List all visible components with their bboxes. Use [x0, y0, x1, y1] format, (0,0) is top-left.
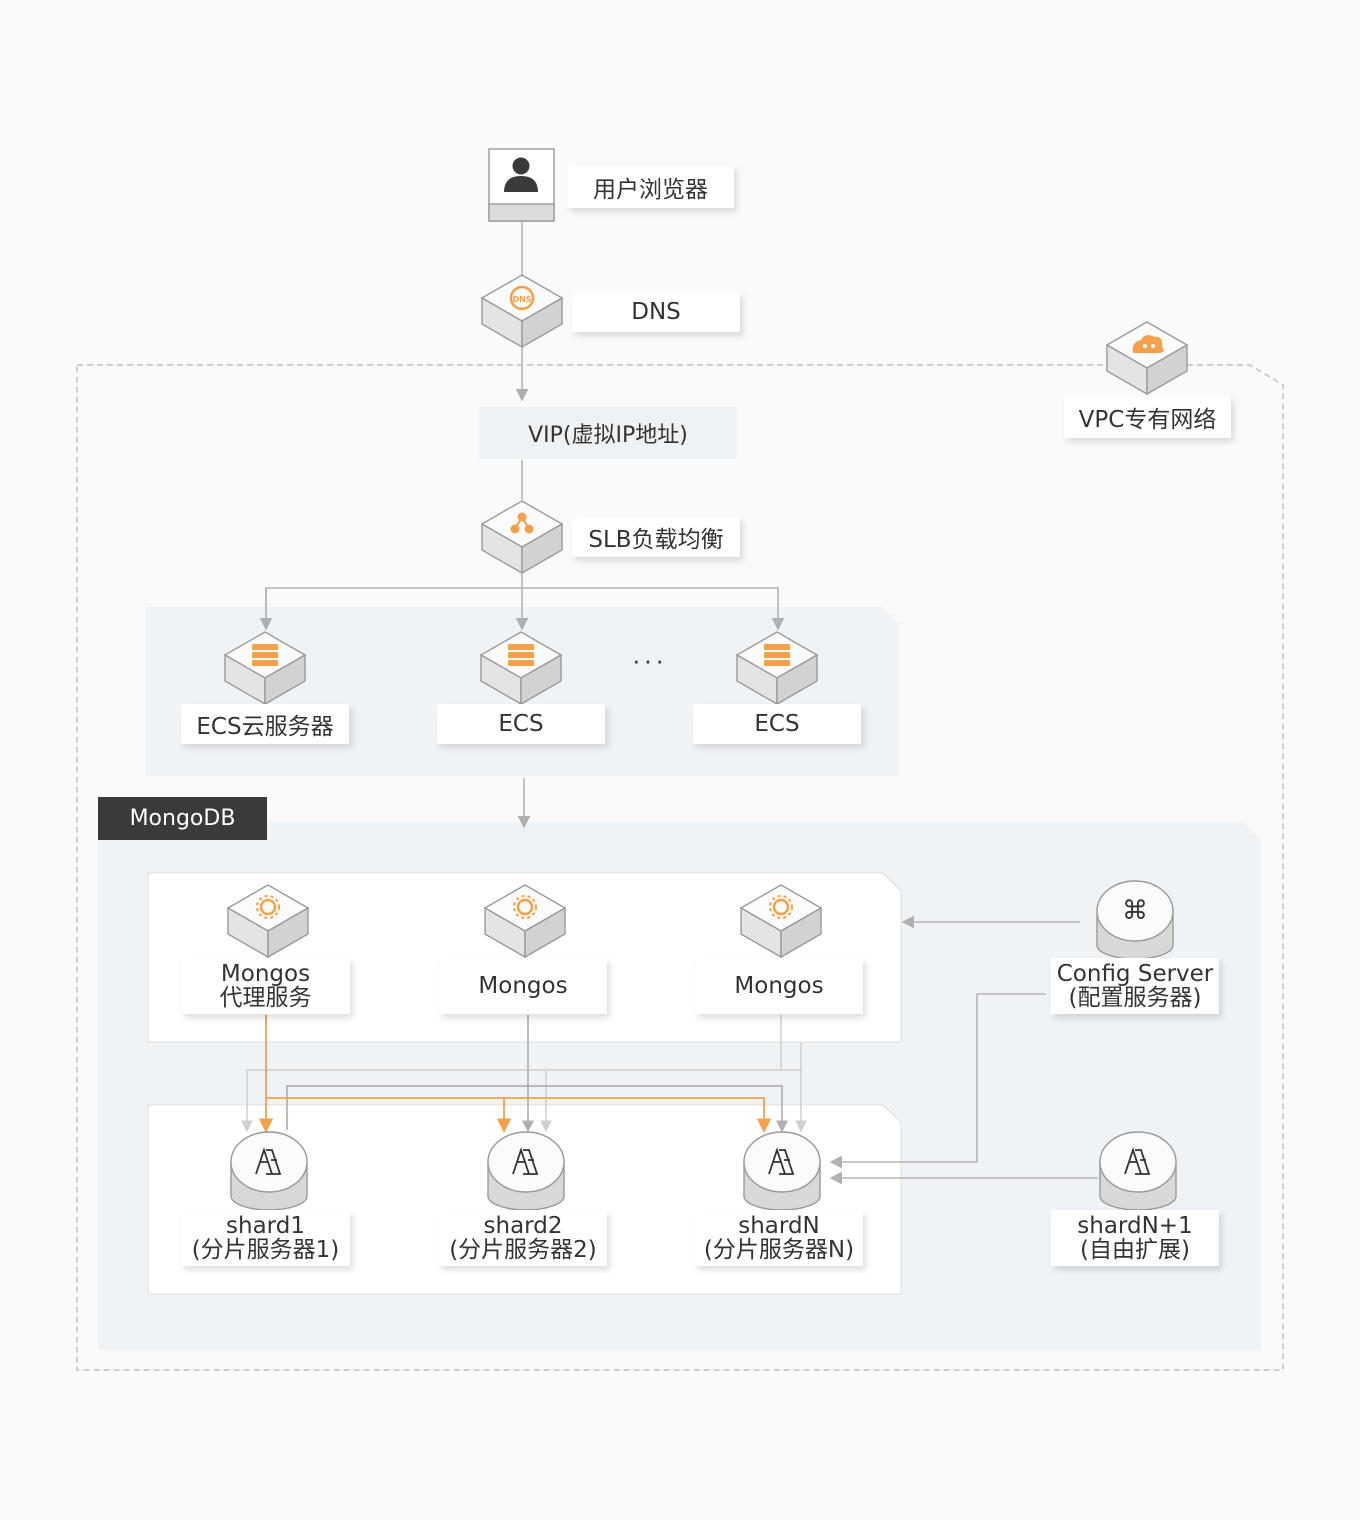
config-to-shard-line [829, 993, 1046, 1169]
browser-label: 用户浏览器 [567, 166, 734, 208]
mongodb-tag: MongoDB [98, 797, 267, 840]
mongos-shard-dark-lines [286, 1015, 788, 1133]
vpc-boundary [76, 364, 1284, 1371]
database-icon [230, 1131, 308, 1211]
ecs-label-3: ECS [693, 704, 861, 744]
config-server-label-line1: Config Server [1056, 961, 1214, 987]
mongos-label-1-line2: 代理服务 [219, 985, 312, 1011]
vpc-label: VPC专有网络 [1064, 396, 1231, 438]
server-stack-icon [480, 631, 562, 705]
config-server-label: Config Server (配置服务器) [1051, 958, 1219, 1014]
mongos-shard-orange-lines [258, 1015, 772, 1133]
shard-label-1-line1: shard1 [226, 1213, 305, 1239]
gear-icon [227, 884, 309, 958]
ecs-label-1: ECS云服务器 [181, 704, 349, 744]
mongos-label-2: Mongos [439, 958, 607, 1014]
cloud-icon [1106, 321, 1188, 395]
mongos-shard-gray-lines [241, 1015, 807, 1133]
database-icon [1099, 1131, 1177, 1211]
shard-label-expand: shardN+1 (自由扩展) [1051, 1210, 1219, 1266]
top-connectors [259, 222, 785, 829]
user-icon [488, 148, 555, 222]
slb-icon [481, 500, 563, 574]
gear-icon [484, 884, 566, 958]
shard-label-n-line1: shardN [738, 1213, 820, 1239]
shard-label-n: shardN (分片服务器N) [695, 1210, 863, 1266]
shard-label-1-line2: (分片服务器1) [191, 1237, 340, 1263]
database-icon [487, 1131, 565, 1211]
shard-label-2-line1: shard2 [483, 1213, 563, 1239]
shard-label-expand-line2: (自由扩展) [1080, 1237, 1190, 1263]
ellipsis: ··· [632, 645, 667, 675]
dns-label: DNS [572, 292, 740, 332]
slb-label: SLB负载均衡 [572, 517, 740, 557]
dns-icon: DNS [481, 274, 563, 348]
mongos-label-1: Mongos 代理服务 [181, 958, 350, 1014]
ecs-label-2: ECS [437, 704, 605, 744]
shard-label-expand-line1: shardN+1 [1077, 1213, 1193, 1239]
shard-label-2: shard2 (分片服务器2) [439, 1210, 607, 1266]
server-stack-icon [224, 631, 306, 705]
database-icon [743, 1131, 821, 1211]
shard-label-2-line2: (分片服务器2) [449, 1237, 597, 1263]
mongos-label-3: Mongos [695, 958, 863, 1014]
mongos-label-1-line1: Mongos [220, 961, 311, 987]
vip-label: VIP(虚拟IP地址) [479, 407, 737, 459]
svg-text:⌘: ⌘ [1122, 896, 1148, 926]
server-stack-icon [736, 631, 818, 705]
command-icon: ⌘ [1096, 880, 1174, 960]
svg-text:DNS: DNS [512, 295, 531, 304]
config-server-label-line2: (配置服务器) [1068, 985, 1202, 1011]
shard-label-1: shard1 (分片服务器1) [181, 1210, 350, 1266]
shard-label-n-line2: (分片服务器N) [703, 1237, 855, 1263]
gear-icon [740, 884, 822, 958]
